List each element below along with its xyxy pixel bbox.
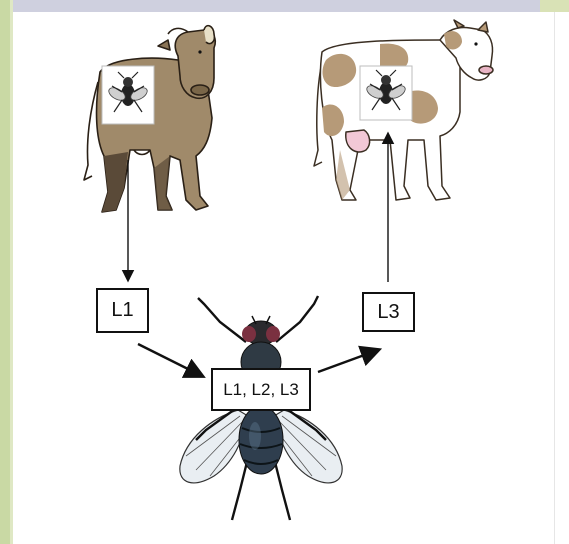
fly-inset-left [102, 66, 154, 124]
fly-inset-right [360, 66, 412, 120]
stage-l1-label: L1 [111, 299, 133, 322]
stage-all-label: L1, L2, L3 [223, 380, 299, 400]
stage-l3-box: L3 [362, 292, 415, 332]
arrow-l1-to-fly [138, 344, 202, 376]
arrow-fly-to-l3 [318, 350, 378, 372]
stage-all-box: L1, L2, L3 [211, 368, 311, 411]
stage-l3-label: L3 [377, 301, 399, 324]
stage-l1-box: L1 [96, 288, 149, 333]
